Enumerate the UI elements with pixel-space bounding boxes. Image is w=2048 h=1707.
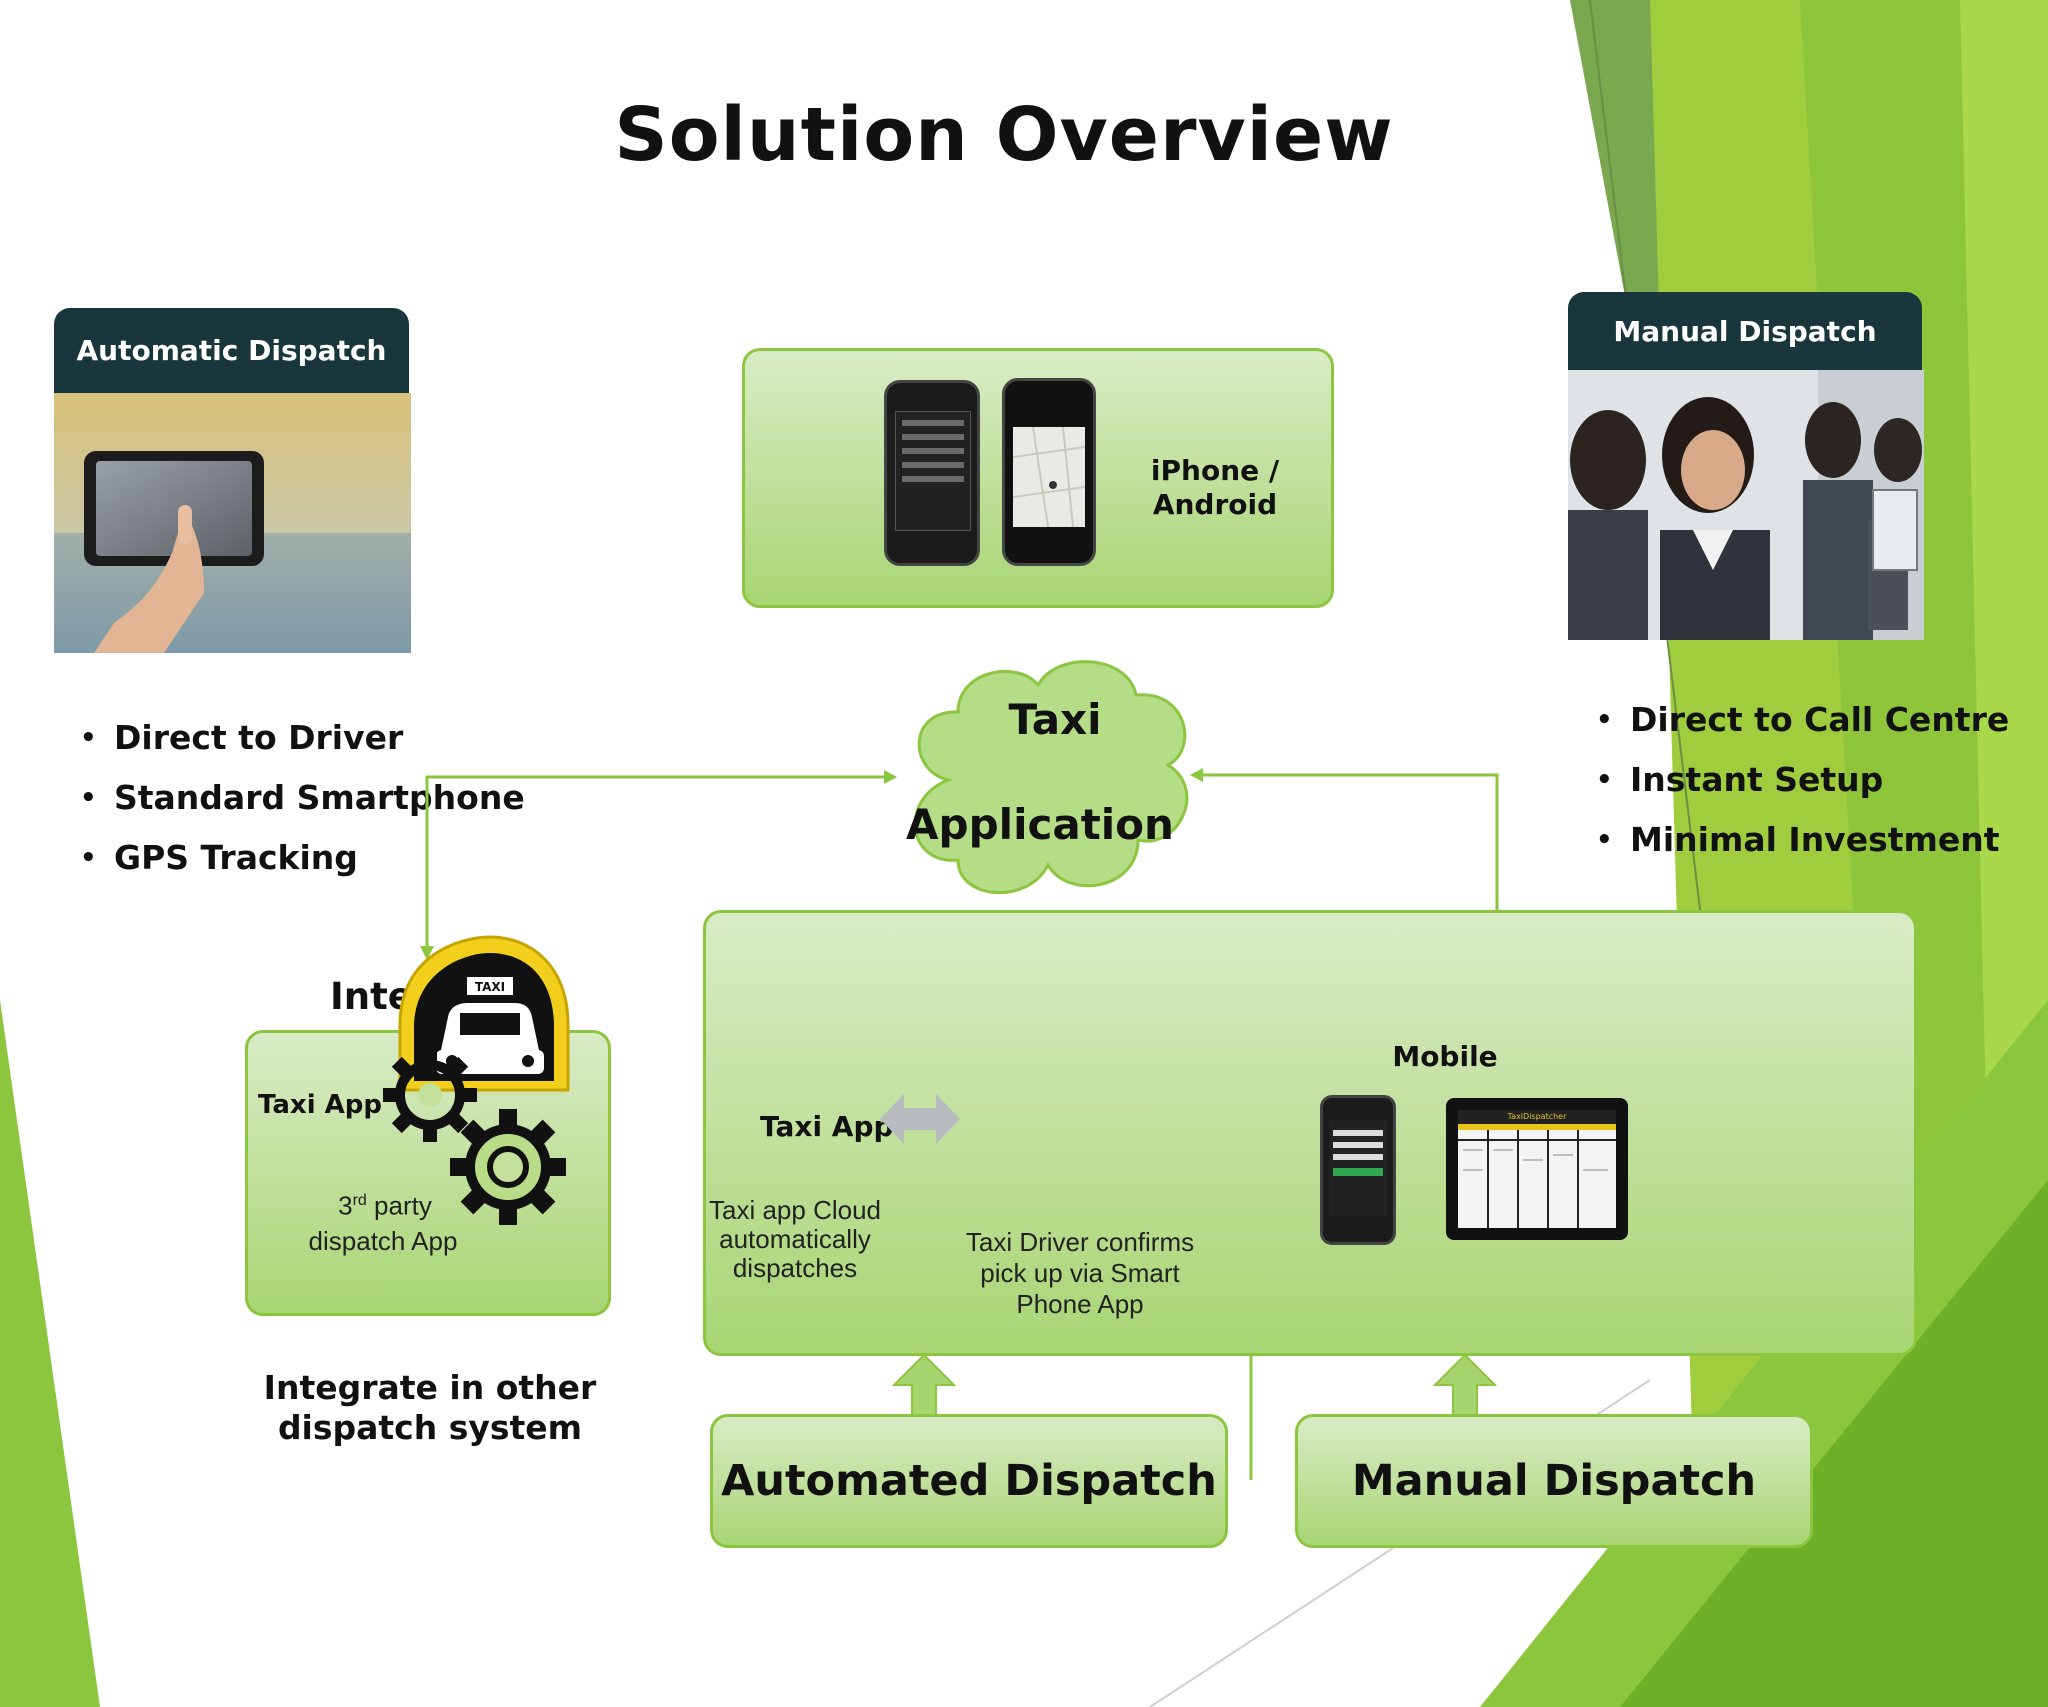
manual-dispatch-button[interactable]: Manual Dispatch bbox=[1295, 1414, 1813, 1548]
cloud-label-taxi: Taxi bbox=[1008, 695, 1102, 744]
gps-device-photo bbox=[54, 393, 411, 653]
third-party-label: 3rd party bbox=[300, 1186, 470, 1221]
manual-dispatch-label: Manual Dispatch bbox=[1351, 1456, 1757, 1506]
page-title: Solution Overview bbox=[614, 92, 1394, 178]
integration-caption: Integrate in other dispatch system bbox=[250, 1368, 610, 1448]
dispatch-app-label: dispatch App bbox=[308, 1226, 458, 1256]
manual-feature-item: Instant Setup bbox=[1596, 750, 2009, 810]
driver-confirm-line: Phone App bbox=[1016, 1289, 1144, 1319]
automated-dispatch-label: Automated Dispatch bbox=[721, 1456, 1217, 1506]
cloud-dispatch-line: Taxi app Cloud bbox=[709, 1195, 881, 1225]
manual-feature-list: Direct to Call Centre Instant Setup Mini… bbox=[1596, 690, 2009, 870]
auto-panel-header: Automatic Dispatch bbox=[54, 308, 409, 393]
third-party-prefix: 3 bbox=[338, 1190, 353, 1221]
integration-taxi-app-label: Taxi App bbox=[258, 1090, 383, 1120]
call-centre-photo bbox=[1568, 370, 1924, 640]
auto-feature-item: Standard Smartphone bbox=[80, 768, 525, 828]
manual-panel-header: Manual Dispatch bbox=[1568, 292, 1922, 370]
auto-feature-list: Direct to Driver Standard Smartphone GPS… bbox=[80, 708, 525, 888]
tablet-title: TaxiDispatcher bbox=[1458, 1110, 1616, 1124]
devices-label-line1: iPhone / bbox=[1150, 454, 1280, 487]
third-party-suffix: party bbox=[366, 1190, 432, 1221]
cloud-shape bbox=[913, 660, 1189, 895]
cloud-label-application: Application bbox=[906, 800, 1174, 849]
devices-label: iPhone / Android bbox=[1140, 454, 1290, 522]
automated-dispatch-button[interactable]: Automated Dispatch bbox=[710, 1414, 1228, 1548]
mobile-phone-image bbox=[1320, 1095, 1396, 1245]
main-taxi-app-label: Taxi App bbox=[760, 1110, 894, 1143]
taxi-badge-gears-icon: TAXI bbox=[383, 935, 570, 1225]
mobile-label: Mobile bbox=[1392, 1040, 1498, 1073]
auto-feature-item: Direct to Driver bbox=[80, 708, 525, 768]
tablet-dispatcher-image: TaxiDispatcher bbox=[1446, 1098, 1628, 1240]
cloud-dispatch-line: dispatches bbox=[732, 1253, 858, 1283]
tablet-table-lines bbox=[1458, 1130, 1616, 1228]
android-phone-image bbox=[1002, 378, 1096, 566]
integration-caption-line1: Integrate in other bbox=[263, 1368, 597, 1407]
integration-caption-line2: dispatch system bbox=[277, 1408, 583, 1447]
dispatch-overview-box bbox=[703, 910, 1917, 1356]
driver-confirm-text: Taxi Driver confirms pick up via Smart P… bbox=[940, 1227, 1220, 1320]
cloud-dispatch-text: Taxi app Cloud automatically dispatches bbox=[700, 1196, 890, 1283]
iphone-image bbox=[884, 380, 980, 566]
third-party-sup: rd bbox=[352, 1192, 367, 1209]
manual-feature-item: Direct to Call Centre bbox=[1596, 690, 2009, 750]
integration-heading: Inte bbox=[330, 975, 413, 1018]
manual-feature-item: Minimal Investment bbox=[1596, 810, 2009, 870]
devices-label-line2: Android bbox=[1152, 488, 1278, 521]
driver-confirm-line: pick up via Smart bbox=[980, 1258, 1180, 1288]
driver-confirm-line: Taxi Driver confirms bbox=[965, 1227, 1195, 1257]
auto-feature-item: GPS Tracking bbox=[80, 828, 525, 888]
double-arrow-icon bbox=[880, 1094, 960, 1144]
taxi-sign-text: TAXI bbox=[475, 980, 505, 994]
cloud-dispatch-line: automatically bbox=[719, 1224, 871, 1254]
